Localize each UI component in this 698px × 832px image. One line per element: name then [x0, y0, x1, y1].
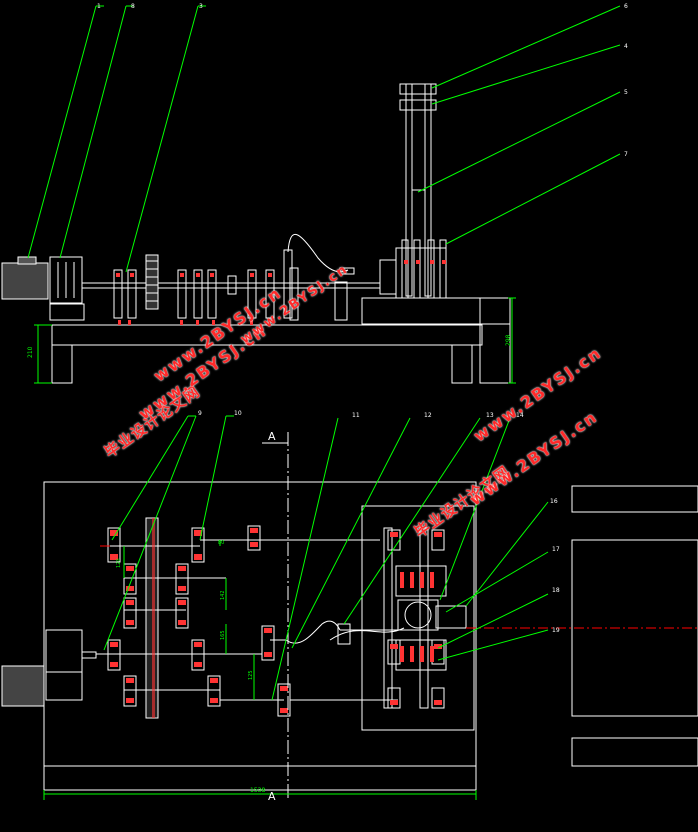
elevation-view	[1, 83, 511, 384]
clamp-block	[395, 247, 447, 299]
bearing-seats	[113, 267, 348, 321]
bearing-marks-top	[116, 260, 446, 325]
dimension-label: 125	[248, 670, 254, 680]
motor-cap	[17, 256, 37, 265]
dimension-label: 165	[220, 630, 226, 640]
dimension-label: 1538	[250, 787, 265, 794]
callout-label: 16	[550, 498, 558, 505]
callout-label: 14	[516, 412, 524, 419]
bearing-blocks-plan	[107, 518, 445, 718]
chuck	[397, 599, 439, 631]
section-mark-label: A	[268, 430, 276, 443]
callout-label: 3	[199, 3, 203, 10]
base-plate-lower	[43, 765, 477, 791]
callout-label: 6	[624, 3, 628, 10]
centerlines	[100, 545, 698, 629]
callout-label: 13	[486, 412, 494, 419]
motor-plan	[1, 665, 45, 707]
section-arrows	[262, 442, 288, 791]
right-bench	[361, 297, 511, 325]
dimension-label: 298	[505, 334, 512, 346]
leader-lines-plan	[103, 415, 549, 701]
callout-label: 7	[624, 151, 628, 158]
side-panel-3	[571, 737, 698, 767]
reducer-base	[49, 303, 85, 321]
dimension-lines-top	[34, 297, 516, 384]
callout-label: 12	[424, 412, 432, 419]
side-panel-2	[571, 539, 698, 717]
leader-lines-top	[27, 5, 621, 273]
callout-label: 17	[552, 546, 560, 553]
bench-leg-mid	[451, 344, 473, 384]
dimension-label: 142	[220, 590, 226, 600]
callout-label: 4	[624, 43, 628, 50]
callout-label: 11	[352, 412, 360, 419]
dimension-label: 80	[218, 540, 224, 546]
side-panel-1	[571, 485, 698, 513]
section-mark-label: A	[268, 790, 276, 803]
spindle-head	[379, 259, 397, 295]
callout-label: 10	[234, 410, 242, 417]
base-bench	[51, 324, 483, 346]
dimension-label: 210	[27, 346, 34, 358]
callout-label: 1	[97, 3, 101, 10]
callout-label: 5	[624, 89, 628, 96]
motor-body	[1, 262, 49, 300]
callout-label: 9	[198, 410, 202, 417]
callout-label: 18	[552, 587, 560, 594]
column	[405, 83, 413, 297]
plan-view	[1, 481, 698, 791]
reducer	[49, 256, 83, 304]
coupling	[227, 275, 237, 295]
bench-leg-left	[51, 344, 73, 384]
dimension-label: 120	[116, 558, 122, 568]
dimension-lines-plan	[43, 540, 477, 800]
reducer-plan	[45, 629, 83, 701]
callout-label: 19	[552, 627, 560, 634]
right-bench-leg	[479, 297, 511, 384]
callout-label: 8	[131, 3, 135, 10]
right-plate	[361, 505, 475, 731]
